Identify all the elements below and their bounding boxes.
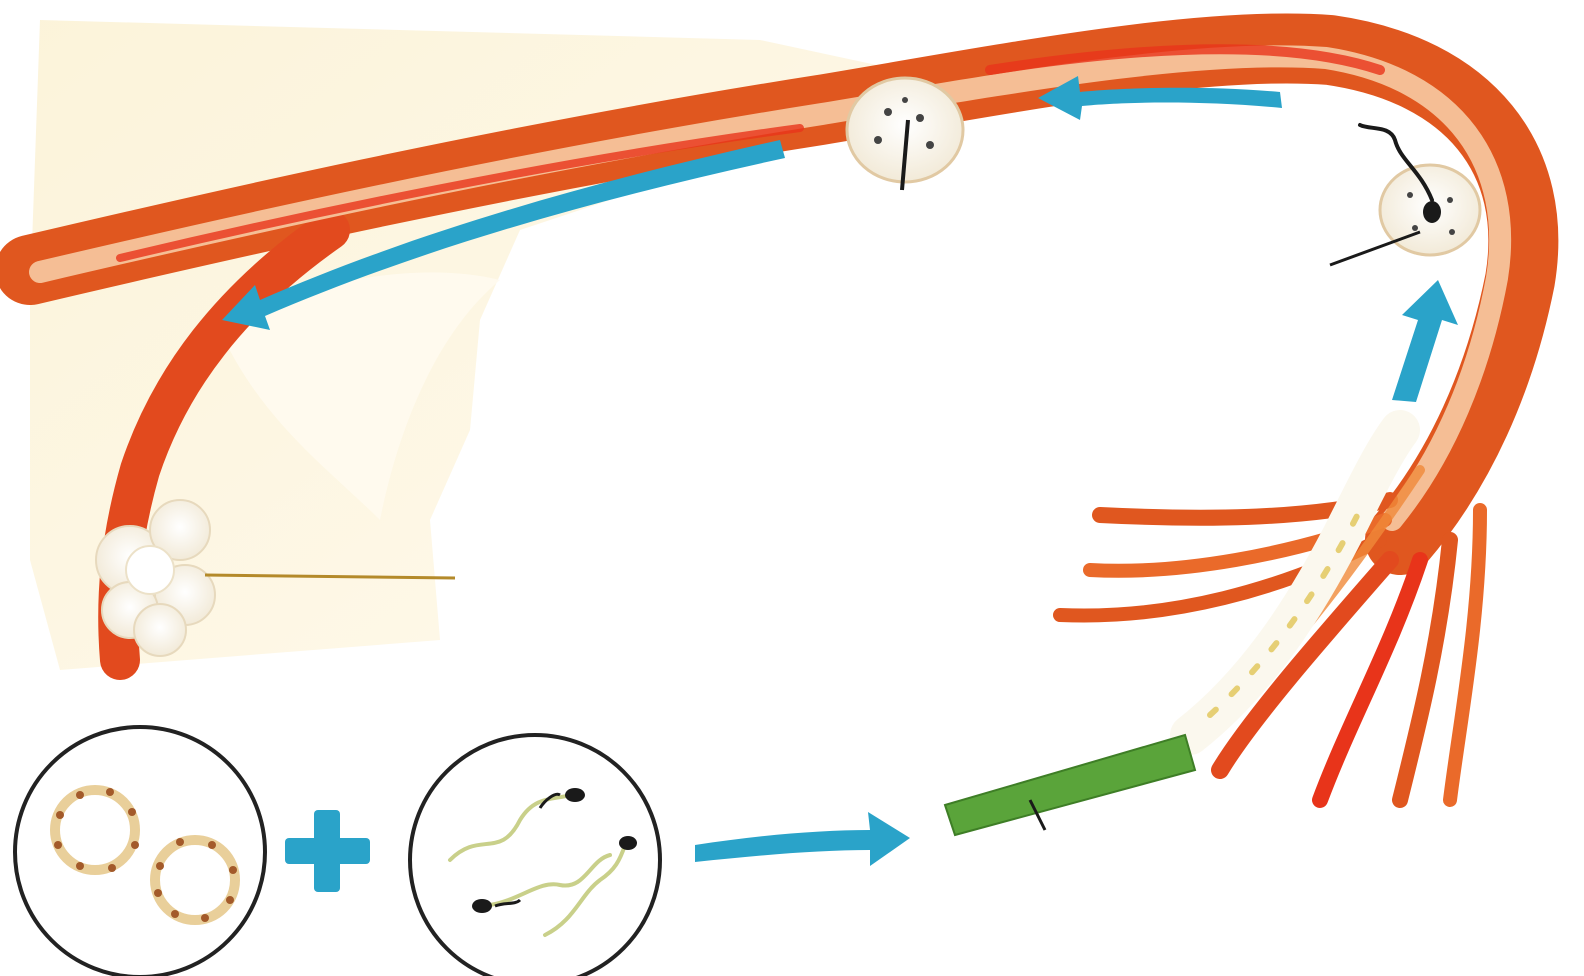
eggs-circle xyxy=(15,727,265,976)
sperm-circle xyxy=(410,735,660,976)
catheter-device-green xyxy=(945,735,1195,835)
plus-icon xyxy=(285,810,370,892)
